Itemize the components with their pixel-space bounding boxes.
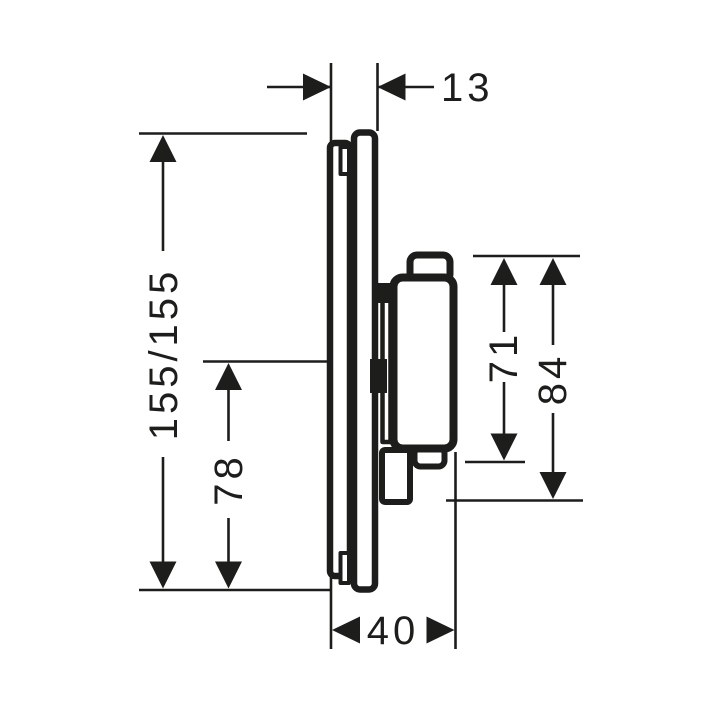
arrowhead-up-icon xyxy=(539,258,567,285)
center-connector xyxy=(370,359,387,393)
arrowhead-left-icon xyxy=(377,73,406,101)
dim-label-body-depth: 40 xyxy=(367,609,420,653)
valve-body-profile xyxy=(389,273,458,453)
dim-label-plate-size: 155/155 xyxy=(142,268,186,441)
arrowhead-up-icon xyxy=(215,363,242,390)
supply-stub-profile xyxy=(379,447,413,505)
dimension-body-overall-height: 84 xyxy=(446,258,583,502)
arrowhead-down-icon xyxy=(539,472,567,499)
product-profile xyxy=(326,129,458,593)
dimension-plate-size: 155/155 xyxy=(139,132,331,592)
arrowhead-down-icon xyxy=(149,561,177,589)
arrowhead-up-icon xyxy=(490,258,518,285)
faceplate-rear-profile xyxy=(326,139,354,580)
dimension-plate-depth: 13 xyxy=(267,63,494,150)
flange-cap xyxy=(378,283,392,303)
dim-label-body-height: 71 xyxy=(482,331,526,384)
dim-label-center-to-bottom: 78 xyxy=(207,453,251,506)
dimension-center-to-bottom: 78 xyxy=(203,360,331,589)
arrowhead-down-icon xyxy=(215,561,242,589)
dim-label-plate-depth: 13 xyxy=(441,66,494,110)
arrowhead-down-icon xyxy=(490,433,518,461)
arrowhead-right-icon xyxy=(426,616,455,644)
retainer-clip-bottom xyxy=(338,551,351,585)
retainer-clip-top xyxy=(338,145,351,176)
dimension-body-depth: 40 xyxy=(329,452,457,653)
arrowhead-up-icon xyxy=(149,135,177,162)
arrowhead-left-icon xyxy=(332,616,360,644)
dim-label-body-overall: 84 xyxy=(531,353,575,406)
arrowhead-right-icon xyxy=(303,73,331,101)
dimension-body-height: 71 xyxy=(465,254,580,464)
